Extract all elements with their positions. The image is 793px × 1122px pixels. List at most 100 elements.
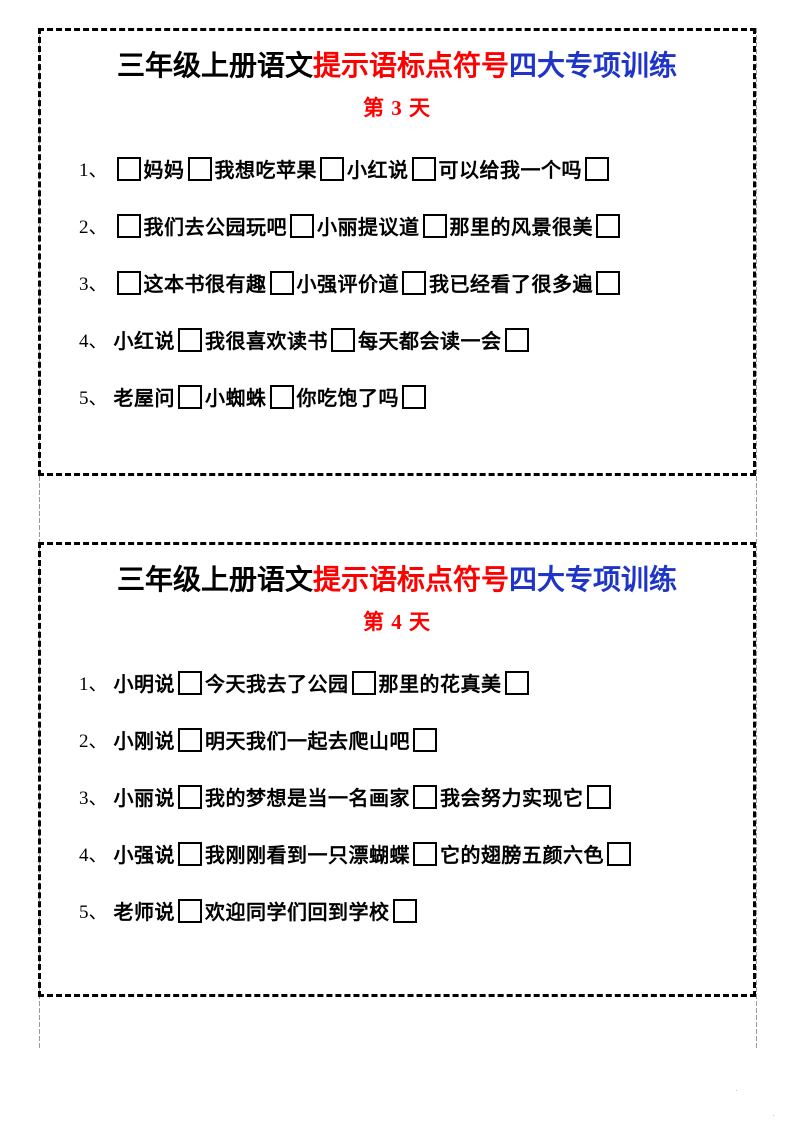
scan-artifact: ·	[735, 1085, 738, 1095]
sentence-segment: 小红说	[347, 160, 409, 182]
title-segment-grade: 三年级上册语文	[116, 565, 313, 596]
title-segment-topic: 提示语标点符号	[312, 565, 509, 596]
worksheet-subtitle: 第 4 天	[363, 610, 431, 634]
punctuation-checkbox[interactable]	[187, 156, 212, 181]
punctuation-checkbox[interactable]	[116, 213, 141, 238]
title-segment-topic: 提示语标点符号	[312, 51, 509, 82]
exercise-number: 1、	[79, 674, 108, 695]
exercise-item: 5、老师说 欢迎同学们回到学校	[79, 882, 731, 939]
worksheet-body: 三年级上册语文提示语标点符号四大专项训练 第 3 天 1、妈妈我想吃苹果小红说可…	[41, 31, 753, 425]
sentence-segment: 小红说	[113, 331, 176, 353]
punctuation-checkbox[interactable]	[269, 270, 294, 295]
punctuation-checkbox[interactable]	[413, 727, 438, 752]
worksheet-card-day4: 三年级上册语文提示语标点符号四大专项训练 第 4 天 1、小明说 今天我去了公园 那…	[38, 542, 756, 997]
sentence-segment: 这本书很有趣	[143, 274, 267, 296]
sentence-segment: 那里的花真美	[378, 674, 502, 696]
sentence-segment: 每天都会读一会	[358, 331, 502, 353]
sentence-segment: 妈妈	[143, 160, 185, 182]
exercise-number: 4、	[79, 331, 108, 352]
worksheet-card-day3: 三年级上册语文提示语标点符号四大专项训练 第 3 天 1、妈妈我想吃苹果小红说可…	[38, 28, 756, 476]
punctuation-checkbox[interactable]	[411, 156, 436, 181]
sentence-segment: 它的翅膀五颜六色	[440, 845, 605, 867]
exercise-item: 1、小明说 今天我去了公园 那里的花真美	[79, 654, 731, 711]
punctuation-checkbox[interactable]	[596, 270, 621, 295]
sentence-segment: 小丽提议道	[317, 217, 420, 239]
punctuation-checkbox[interactable]	[422, 213, 447, 238]
exercise-number: 5、	[79, 388, 108, 409]
punctuation-checkbox[interactable]	[178, 327, 203, 352]
exercise-item: 4、小红说 我很喜欢读书 每天都会读一会	[79, 311, 731, 368]
exercise-number: 4、	[79, 845, 108, 866]
title-segment-grade: 三年级上册语文	[116, 51, 313, 82]
sentence-segment: 老师说	[113, 902, 176, 924]
sentence-segment: 小明说	[113, 674, 176, 696]
punctuation-checkbox[interactable]	[586, 784, 611, 809]
exercise-item: 3、 这本书很有趣 小强评价道 我已经看了很多遍	[79, 254, 731, 311]
exercise-number: 5、	[79, 902, 108, 923]
punctuation-checkbox[interactable]	[392, 898, 417, 923]
sentence-segment: 我想吃苹果	[214, 160, 318, 182]
punctuation-checkbox[interactable]	[413, 841, 438, 866]
exercise-item: 4、小强说 我刚刚看到一只漂蝴蝶 它的翅膀五颜六色	[79, 825, 731, 882]
punctuation-checkbox[interactable]	[116, 270, 141, 295]
sentence-segment: 可以给我一个吗	[438, 160, 583, 182]
punctuation-checkbox[interactable]	[596, 213, 621, 238]
exercise-item: 2、 我们去公园玩吧 小丽提议道 那里的风景很美	[79, 197, 731, 254]
sentence-segment: 欢迎同学们回到学校	[205, 902, 390, 924]
exercise-number: 3、	[79, 788, 108, 809]
punctuation-checkbox[interactable]	[607, 841, 632, 866]
sentence-segment: 我刚刚看到一只漂蝴蝶	[205, 845, 411, 867]
exercise-number: 2、	[79, 217, 108, 238]
exercise-number: 3、	[79, 274, 108, 295]
punctuation-checkbox[interactable]	[178, 784, 203, 809]
worksheet-title: 三年级上册语文提示语标点符号四大专项训练	[63, 563, 731, 598]
cut-guide-right	[756, 28, 757, 1050]
sentence-segment: 小丽说	[113, 788, 176, 810]
sentence-segment: 我很喜欢读书	[205, 331, 329, 353]
sentence-segment: 我的梦想是当一名画家	[205, 788, 411, 810]
exercise-item: 5、老屋问 小蜘蛛 你吃饱了吗	[79, 368, 731, 425]
punctuation-checkbox[interactable]	[178, 670, 203, 695]
punctuation-checkbox[interactable]	[413, 784, 438, 809]
punctuation-checkbox[interactable]	[116, 156, 141, 181]
exercise-list: 1、小明说 今天我去了公园 那里的花真美 2、小刚说 明天我们一起去爬山吧 3、小丽说 我的…	[63, 654, 731, 939]
exercise-number: 1、	[79, 160, 108, 181]
scan-artifact: ·	[772, 1110, 775, 1120]
sentence-segment: 小强评价道	[296, 274, 400, 296]
sentence-segment: 我们去公园玩吧	[143, 217, 288, 239]
punctuation-checkbox[interactable]	[178, 384, 203, 409]
punctuation-checkbox[interactable]	[269, 384, 294, 409]
punctuation-checkbox[interactable]	[290, 213, 315, 238]
exercise-item: 1、 妈妈 我想吃苹果 小红说 可以给我一个吗	[79, 140, 731, 197]
punctuation-checkbox[interactable]	[178, 898, 203, 923]
title-segment-training: 四大专项训练	[509, 565, 678, 596]
worksheet-subtitle: 第 3 天	[363, 96, 431, 120]
exercise-item: 3、小丽说 我的梦想是当一名画家 我会努力实现它	[79, 768, 731, 825]
sentence-segment: 我已经看了很多遍	[429, 274, 594, 296]
sentence-segment: 那里的风景很美	[449, 217, 594, 239]
sentence-segment: 老屋问	[113, 388, 176, 410]
punctuation-checkbox[interactable]	[402, 270, 427, 295]
punctuation-checkbox[interactable]	[178, 841, 203, 866]
punctuation-checkbox[interactable]	[504, 670, 529, 695]
punctuation-checkbox[interactable]	[320, 156, 345, 181]
sentence-segment: 明天我们一起去爬山吧	[205, 731, 411, 753]
exercise-number: 2、	[79, 731, 108, 752]
punctuation-checkbox[interactable]	[585, 156, 610, 181]
sentence-segment: 我会努力实现它	[440, 788, 584, 810]
sentence-segment: 你吃饱了吗	[296, 388, 400, 410]
cut-guide-left	[39, 28, 40, 1050]
punctuation-checkbox[interactable]	[178, 727, 203, 752]
worksheet-body: 三年级上册语文提示语标点符号四大专项训练 第 4 天 1、小明说 今天我去了公园 那…	[41, 545, 753, 939]
sentence-segment: 小刚说	[113, 731, 176, 753]
punctuation-checkbox[interactable]	[402, 384, 427, 409]
sentence-segment: 小蜘蛛	[205, 388, 267, 410]
punctuation-checkbox[interactable]	[504, 327, 529, 352]
sentence-segment: 今天我去了公园	[205, 674, 349, 696]
worksheet-title: 三年级上册语文提示语标点符号四大专项训练	[63, 49, 731, 84]
punctuation-checkbox[interactable]	[351, 670, 376, 695]
sentence-segment: 小强说	[113, 845, 176, 867]
title-segment-training: 四大专项训练	[509, 51, 678, 82]
punctuation-checkbox[interactable]	[331, 327, 356, 352]
